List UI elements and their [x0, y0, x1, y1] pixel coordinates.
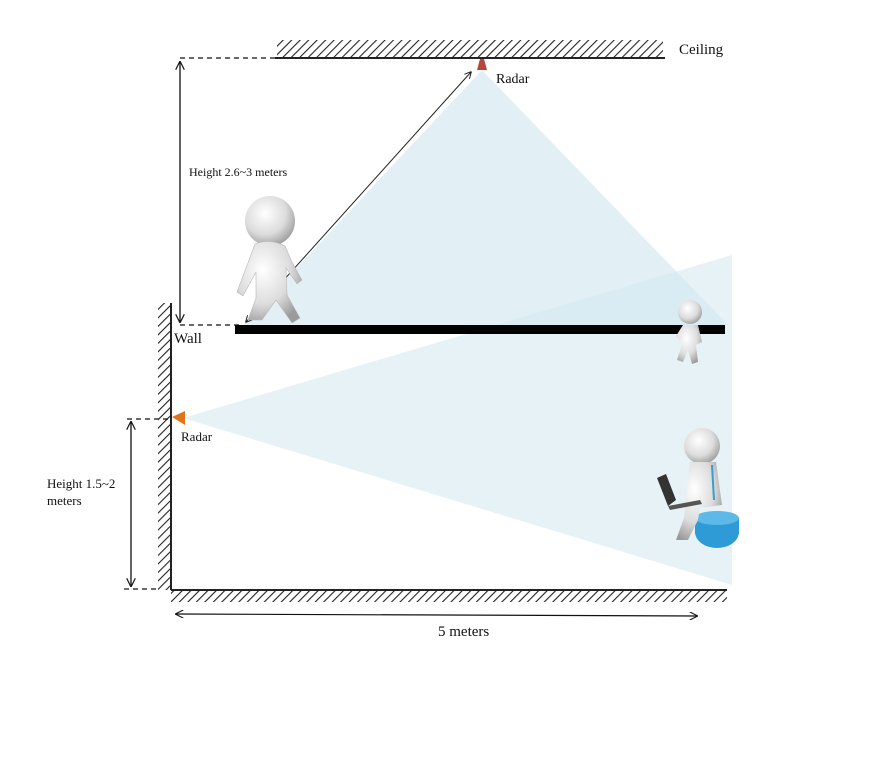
height-wall-label-line1: Height 1.5~2 — [47, 476, 115, 491]
ceiling-hatch — [277, 40, 663, 58]
walking-person-icon — [236, 196, 303, 324]
distance-label: 5 meters — [438, 624, 489, 640]
ceiling-label: Ceiling — [679, 42, 724, 58]
radar-top-label: Radar — [496, 72, 530, 87]
distance-arrow — [176, 614, 697, 616]
radar-top-icon — [477, 59, 487, 70]
upper-floor-bar — [235, 325, 725, 334]
height-wall-label-line2: meters — [47, 493, 82, 508]
wall-radar-beam — [183, 255, 732, 585]
ground-hatch — [171, 590, 727, 602]
seated-person-laptop-icon — [657, 428, 739, 548]
wall-label: Wall — [174, 331, 202, 347]
radar-wall-icon — [172, 411, 185, 425]
wall-hatch — [158, 303, 171, 590]
radar-wall-label: Radar — [181, 429, 213, 444]
height-top-label: Height 2.6~3 meters — [189, 165, 287, 179]
distant-walking-person-icon — [676, 300, 702, 364]
